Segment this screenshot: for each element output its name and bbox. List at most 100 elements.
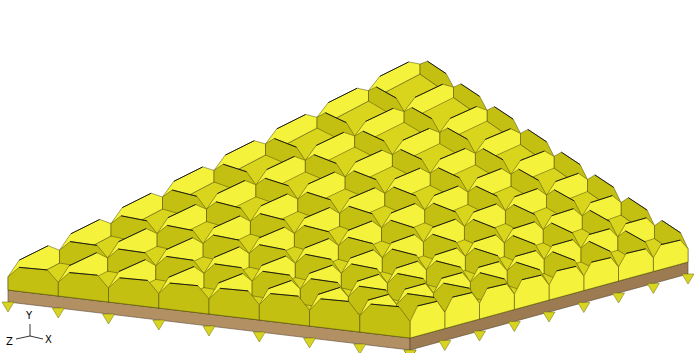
rib-top-edge — [440, 148, 465, 159]
rib-top-edge — [216, 202, 241, 208]
rib-wall — [8, 267, 58, 296]
rib-top-edge — [396, 261, 418, 268]
bottom-rib — [404, 350, 416, 353]
rib-top-edge — [325, 113, 346, 123]
rib-top-edge — [473, 219, 495, 228]
rib-top-edge — [520, 151, 544, 160]
bottom-rib — [304, 338, 316, 348]
rib-top-edge — [351, 264, 377, 269]
rib-top-edge — [350, 188, 375, 199]
rib — [584, 258, 619, 291]
rib-top-edge — [262, 256, 286, 265]
plate — [2, 61, 694, 353]
rib-top-edge — [403, 128, 429, 140]
rib-top-edge — [174, 167, 203, 181]
rib-top-edge — [214, 216, 240, 228]
rib-top-edge — [304, 207, 329, 218]
rib-top-edge — [395, 168, 420, 179]
rib — [310, 299, 360, 332]
rib-top-edge — [433, 203, 455, 212]
rib-top-edge — [268, 280, 291, 288]
rib-top-edge — [214, 247, 239, 258]
rib-top-edge — [480, 273, 505, 279]
rib-top-edge — [311, 279, 338, 283]
rib-top-edge — [366, 108, 394, 121]
rib-top-edge — [628, 198, 647, 210]
rib-top-edge — [304, 225, 329, 231]
rib-top-edge — [438, 168, 459, 178]
rib-wall — [109, 278, 159, 308]
rib-top-edge — [120, 278, 148, 281]
rib-top-edge — [70, 242, 97, 246]
plate-top — [8, 74, 688, 338]
rib-top-edge — [169, 267, 194, 278]
rib-top-edge — [474, 248, 497, 256]
rib-top-edge — [407, 294, 434, 298]
rib-wall — [653, 240, 688, 271]
rib-top-edge — [392, 249, 417, 255]
rib-top-edge — [376, 87, 396, 98]
rib-top-edge — [349, 206, 372, 214]
rib-top-edge — [476, 186, 497, 196]
axis-triad — [16, 324, 43, 339]
rib-top-edge — [168, 205, 196, 218]
bottom-rib — [103, 314, 115, 324]
rib-top-edge — [436, 261, 461, 267]
rib-top-edge — [478, 262, 499, 268]
rib-wall — [259, 294, 309, 326]
rib-top-edge — [213, 235, 239, 240]
rib-top-edge — [380, 62, 409, 76]
rib-top-edge — [435, 248, 457, 255]
rib-top-edge — [626, 249, 645, 254]
rib-top-edge — [391, 204, 415, 213]
rib — [480, 284, 515, 319]
rib — [58, 273, 108, 302]
rib-wall — [584, 258, 619, 291]
rib-top-edge — [514, 189, 537, 197]
axis-label: Y — [26, 311, 32, 321]
bottom-rib — [439, 341, 451, 351]
rib — [209, 288, 259, 320]
rib-top-edge — [363, 131, 384, 141]
rib-top-edge — [589, 241, 610, 251]
rib-top-edge — [555, 173, 578, 181]
rib — [159, 283, 209, 314]
rib-top-edge — [166, 238, 192, 250]
rib-top-edge — [350, 250, 373, 258]
rib-top-edge — [452, 293, 471, 298]
rib-top-edge — [513, 236, 535, 245]
axis-line — [30, 336, 43, 339]
rib-top-edge — [318, 287, 340, 294]
rib-top-edge — [19, 267, 47, 270]
rib-top-edge — [354, 171, 376, 180]
bottom-rib — [613, 293, 625, 303]
rib-top-edge — [274, 138, 296, 147]
rib-top-edge — [553, 252, 575, 261]
ribs — [8, 61, 688, 338]
rib-top-edge — [321, 299, 349, 302]
rib — [619, 249, 654, 281]
rib — [653, 240, 688, 271]
rib-wall — [549, 266, 584, 300]
rib-top-edge — [166, 256, 193, 260]
rib-top-edge — [259, 227, 284, 238]
rib-top-edge — [516, 262, 539, 270]
rib-top-edge — [223, 164, 246, 172]
rib-top-edge — [625, 231, 645, 242]
rib-top-edge — [418, 301, 437, 306]
rib-top-edge — [260, 214, 285, 220]
rib-top-edge — [308, 172, 334, 184]
rib-top-edge — [557, 266, 576, 271]
rib-top-edge — [119, 229, 147, 242]
rib-top-edge — [589, 229, 610, 235]
rib-wall — [480, 284, 515, 319]
rib-top-edge — [477, 169, 501, 178]
rib — [549, 266, 584, 300]
rib-top-edge — [514, 205, 535, 215]
rib-top-edge — [328, 88, 357, 102]
rib — [360, 304, 410, 338]
bottom-rib — [253, 332, 265, 342]
rib — [445, 293, 480, 329]
rib-top-edge — [267, 156, 295, 169]
